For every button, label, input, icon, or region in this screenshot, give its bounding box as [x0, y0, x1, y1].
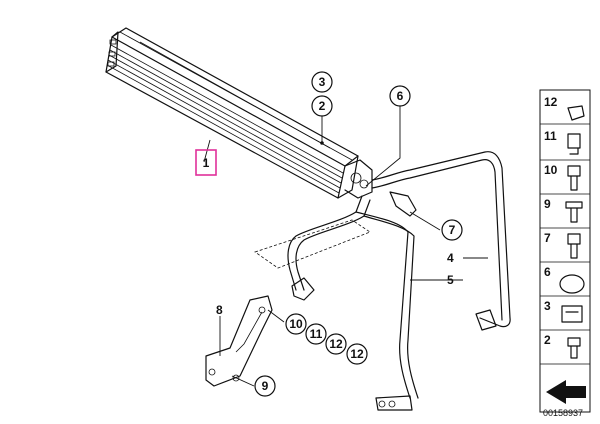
svg-text:3: 3: [319, 75, 326, 89]
svg-text:12: 12: [329, 337, 343, 351]
legend-panel: 12 11 10 9 7 6 3 2: [539, 89, 591, 413]
svg-text:2: 2: [319, 99, 326, 113]
label-4: 4: [447, 251, 454, 265]
oil-line-4[interactable]: [371, 151, 511, 331]
callout-12-b[interactable]: 12: [346, 343, 368, 365]
callout-7[interactable]: 7: [441, 219, 463, 241]
direction-arrow-icon: [546, 380, 586, 404]
svg-text:1: 1: [203, 156, 210, 170]
svg-text:10: 10: [289, 317, 303, 331]
svg-text:9: 9: [262, 379, 269, 393]
svg-text:6: 6: [397, 89, 404, 103]
bolt-icon: [567, 165, 581, 191]
callout-11[interactable]: 11: [305, 323, 327, 345]
nut-cap-icon: [567, 133, 581, 155]
label-8: 8: [216, 303, 223, 317]
svg-text:12: 12: [350, 347, 364, 361]
svg-text:11: 11: [310, 327, 323, 341]
legend-10: 10: [544, 163, 558, 177]
legend-11: 11: [544, 129, 557, 143]
hose-clamp-icon: [561, 305, 583, 323]
callout-6[interactable]: 6: [389, 85, 411, 107]
oil-line-5[interactable]: [287, 195, 419, 411]
main-part-label[interactable]: 1: [195, 149, 217, 176]
callout-12-a[interactable]: 12: [325, 333, 347, 355]
callout-3[interactable]: 3: [311, 71, 333, 93]
legend-7: 7: [544, 231, 551, 245]
bracket[interactable]: [205, 295, 273, 387]
stud-bolt-icon: [567, 337, 581, 359]
callout-2[interactable]: 2: [311, 95, 333, 117]
hex-bolt-icon: [567, 233, 581, 259]
label-5: 5: [447, 273, 454, 287]
svg-text:7: 7: [449, 223, 456, 237]
legend-3: 3: [544, 299, 551, 313]
callout-10[interactable]: 10: [285, 313, 307, 335]
callout-9[interactable]: 9: [254, 375, 276, 397]
seal-ring-icon: [559, 274, 585, 294]
screw-icon: [565, 201, 583, 223]
legend-9: 9: [544, 197, 551, 211]
legend-6: 6: [544, 265, 551, 279]
oil-cooler[interactable]: [105, 27, 373, 199]
legend-2: 2: [544, 333, 551, 347]
legend-12: 12: [544, 95, 558, 109]
clip-icon: [567, 105, 585, 121]
diagram-number: 00158937: [543, 408, 583, 418]
